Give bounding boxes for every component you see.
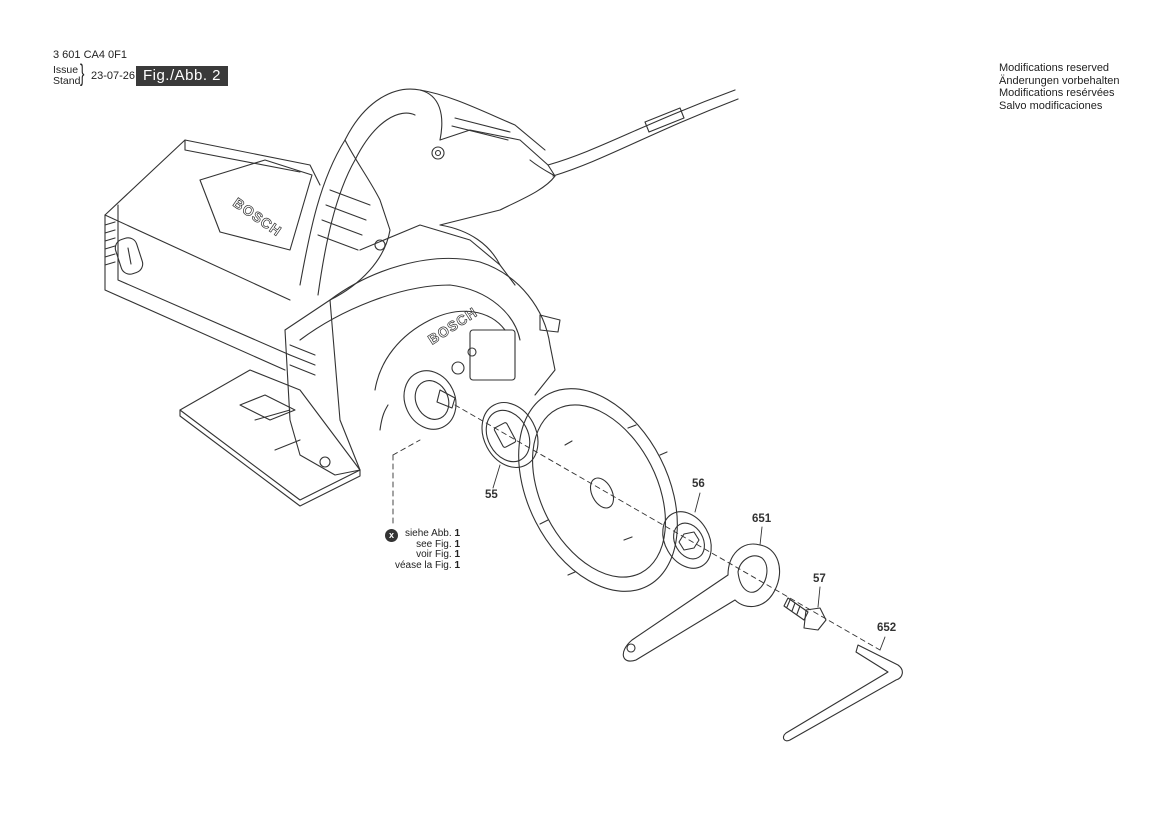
reference-line: voir Fig. 1: [385, 549, 460, 561]
modifications-notice: Modifications reserved Änderungen vorbeh…: [999, 62, 1119, 112]
spindle: [403, 370, 457, 430]
reference-text: voir Fig.: [416, 549, 452, 560]
reference-text: véase la Fig.: [394, 559, 452, 571]
reference-num: 1: [454, 538, 460, 550]
notice-line: Modifications resérvées: [999, 87, 1115, 99]
figure-badge: Fig./Abb. 2: [136, 66, 228, 86]
part-56-nut: [662, 511, 712, 569]
part-label-55: 55: [485, 489, 498, 501]
reference-line: siehe Abb. 1: [385, 528, 460, 540]
part-label-56: 56: [692, 478, 705, 490]
reference-block: siehe Abb. 1 see Fig. 1 voir Fig. 1 véas…: [385, 528, 460, 572]
reference-text: siehe Abb.: [404, 528, 452, 539]
part-651-spanner: [622, 543, 780, 662]
reference-line: véase la Fig. 1: [385, 559, 460, 572]
document-number: 3 601 CA4 0F1: [53, 49, 127, 61]
power-cord: [529, 89, 739, 177]
motor-housing: [104, 139, 321, 371]
reference-num: 1: [454, 528, 460, 539]
brand-logo-guard: BOSCH: [425, 304, 480, 348]
issue-label: Issue: [53, 64, 79, 76]
part-652-allen-key: [782, 644, 903, 742]
reference-num: 1: [454, 559, 460, 571]
reference-num: 1: [454, 549, 460, 560]
part-label-651: 651: [752, 513, 772, 525]
reference-line: see Fig. 1: [385, 538, 460, 551]
blade-guard: [284, 224, 561, 476]
handle: [299, 88, 556, 301]
cutting-disc: [518, 388, 678, 592]
issue-date: 23-07-26: [91, 70, 136, 82]
reference-text: see Fig.: [416, 538, 452, 550]
part-57-screw: [783, 597, 827, 631]
part-leaders: [492, 464, 886, 651]
reference-badge: x: [385, 529, 398, 542]
notice-line: Salvo modificaciones: [999, 99, 1103, 112]
stand-label: Stand: [53, 74, 81, 87]
notice-line: Änderungen vorbehalten: [999, 74, 1120, 87]
notice-line: Modifications reserved: [999, 62, 1110, 74]
brace: }: [80, 60, 85, 87]
part-55-flange: [481, 402, 539, 468]
base-plate: [179, 369, 361, 507]
issue-stand-labels: Issue Stand: [53, 65, 80, 86]
brand-logo-motor: BOSCH: [230, 194, 285, 239]
part-label-57: 57: [813, 573, 826, 585]
part-label-652: 652: [877, 622, 897, 634]
